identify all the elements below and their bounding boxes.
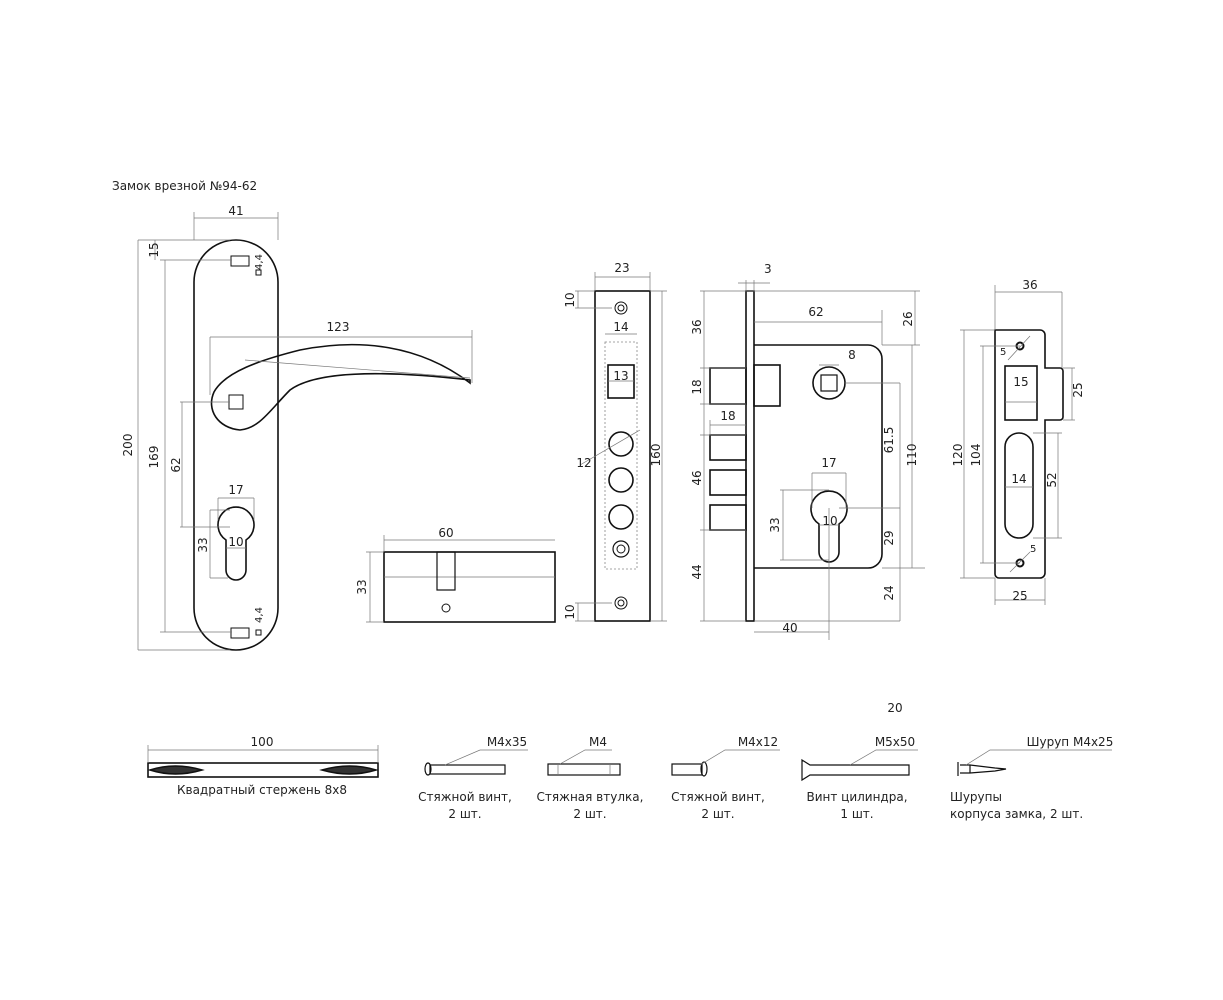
dim-keyhole-height: 33	[196, 537, 210, 552]
dim-plate-thickness: 3	[764, 262, 772, 276]
part-screw-m4x12: M4x12 Стяжной винт, 2 шт.	[671, 735, 780, 821]
part-square-rod: 100 Квадратный стержень 8х8	[147, 735, 379, 797]
dim-body-keyhole-height: 33	[768, 517, 782, 532]
dim-screw-top: 4,4	[254, 254, 265, 270]
parts-list: 20 100 Квадратный стержень 8х8 M4x35 Стя…	[147, 701, 1113, 821]
dim-backset: 40	[782, 621, 797, 635]
dim-body-height: 110	[905, 444, 919, 467]
part-screw-m4x35: M4x35 Стяжной винт, 2 шт.	[418, 735, 528, 821]
dim-cyl-center: 29	[882, 530, 896, 545]
drawing-title: Замок врезной №94-62	[112, 179, 257, 193]
dim-bolts-height: 46	[690, 470, 704, 485]
dim-body-keyhole-width: 17	[821, 456, 836, 470]
dim-slot-width: 14	[1011, 472, 1026, 486]
dim-faceplate-width: 23	[614, 261, 629, 275]
dim-faceplate-height: 160	[649, 444, 663, 467]
part-caption: Винт цилиндра,	[806, 790, 907, 804]
dim-slot-height: 52	[1045, 472, 1059, 487]
dim-square: 13	[613, 369, 628, 383]
part-caption: Стяжной винт,	[418, 790, 512, 804]
dim-strike-hole-spacing: 104	[969, 444, 983, 467]
part-wood-screw: Шуруп M4x25 Шурупы корпуса замка, 2 шт.	[950, 735, 1113, 821]
dim-handle-height: 200	[121, 434, 135, 457]
part-caption: Шурупы	[950, 790, 1002, 804]
dim-hole-spacing: 169	[147, 446, 161, 469]
part-caption: Стяжная втулка,	[537, 790, 644, 804]
dim-cylinder-length: 60	[438, 526, 453, 540]
dim-latch-window: 15	[1013, 375, 1028, 389]
dim-cylinder-height: 33	[355, 579, 369, 594]
part-quantity: 1 шт.	[840, 807, 873, 821]
part-caption: Стяжной винт,	[671, 790, 765, 804]
dim-bottom-offset: 44	[690, 564, 704, 579]
extra-dim: 20	[887, 701, 902, 715]
dim-strike-width: 36	[1022, 278, 1037, 292]
strike-plate: 36 120 104 5 5 15 25 52 14 25	[951, 278, 1085, 605]
dim-strike-screw-top: 5	[1000, 347, 1006, 358]
dim-window-width: 14	[613, 320, 628, 334]
dim-spindle: 8	[848, 348, 856, 362]
dim-faceplate-top: 10	[563, 292, 577, 307]
dim-strike-height: 120	[951, 444, 965, 467]
dim-keyhole-slot: 10	[228, 535, 243, 549]
dim-faceplate-bottom: 10	[563, 604, 577, 619]
dim-bolt-projection: 18	[720, 409, 735, 423]
part-spec: M4	[589, 735, 607, 749]
handle-plate: 41 200 169 15 62 123 17 33 10 4,4 4,4	[121, 204, 473, 651]
dim-keyhole-width: 17	[228, 483, 243, 497]
part-quantity: 2 шт.	[448, 807, 481, 821]
dim-handle-width: 41	[228, 204, 243, 218]
dim-top-offset-body: 26	[901, 311, 915, 326]
dim-latch-height: 18	[690, 379, 704, 394]
part-quantity: 2 шт.	[701, 807, 734, 821]
part-quantity: 2 шт.	[573, 807, 606, 821]
dim-hole-diameter: 12	[576, 456, 591, 470]
part-spec: M4x12	[738, 735, 778, 749]
dim-latch-offset: 36	[690, 319, 704, 334]
dim-lever-length: 123	[327, 320, 350, 334]
lock-body: 3 62 26 36 18 18 46 44 8 17 33 10 61.5 1…	[690, 262, 925, 640]
dim-spindle-to-cylinder: 62	[169, 457, 183, 472]
dim-center-distance: 61.5	[882, 427, 896, 454]
cylinder: 60 33	[355, 526, 556, 623]
dim-body-depth: 62	[808, 305, 823, 319]
part-spec: 100	[251, 735, 274, 749]
dim-tongue: 25	[1071, 382, 1085, 397]
part-sleeve-m4: M4 Стяжная втулка, 2 шт.	[537, 735, 644, 821]
dim-body-keyhole-slot: 10	[822, 514, 837, 528]
dim-bottom-gap: 24	[882, 585, 896, 600]
faceplate: 23 160 10 10 14 13 12	[563, 261, 667, 622]
dim-screw-bottom: 4,4	[254, 607, 265, 623]
dim-strike-bottom-width: 25	[1012, 589, 1027, 603]
part-screw-m5x50: M5x50 Винт цилиндра, 1 шт.	[801, 735, 918, 821]
part-spec: M5x50	[875, 735, 915, 749]
dim-strike-screw-bottom: 5	[1030, 544, 1036, 555]
part-spec: M4x35	[487, 735, 527, 749]
part-quantity: корпуса замка, 2 шт.	[950, 807, 1083, 821]
part-spec: Шуруп M4x25	[1027, 735, 1114, 749]
dim-top-offset: 15	[147, 242, 161, 257]
part-caption: Квадратный стержень 8х8	[177, 783, 347, 797]
